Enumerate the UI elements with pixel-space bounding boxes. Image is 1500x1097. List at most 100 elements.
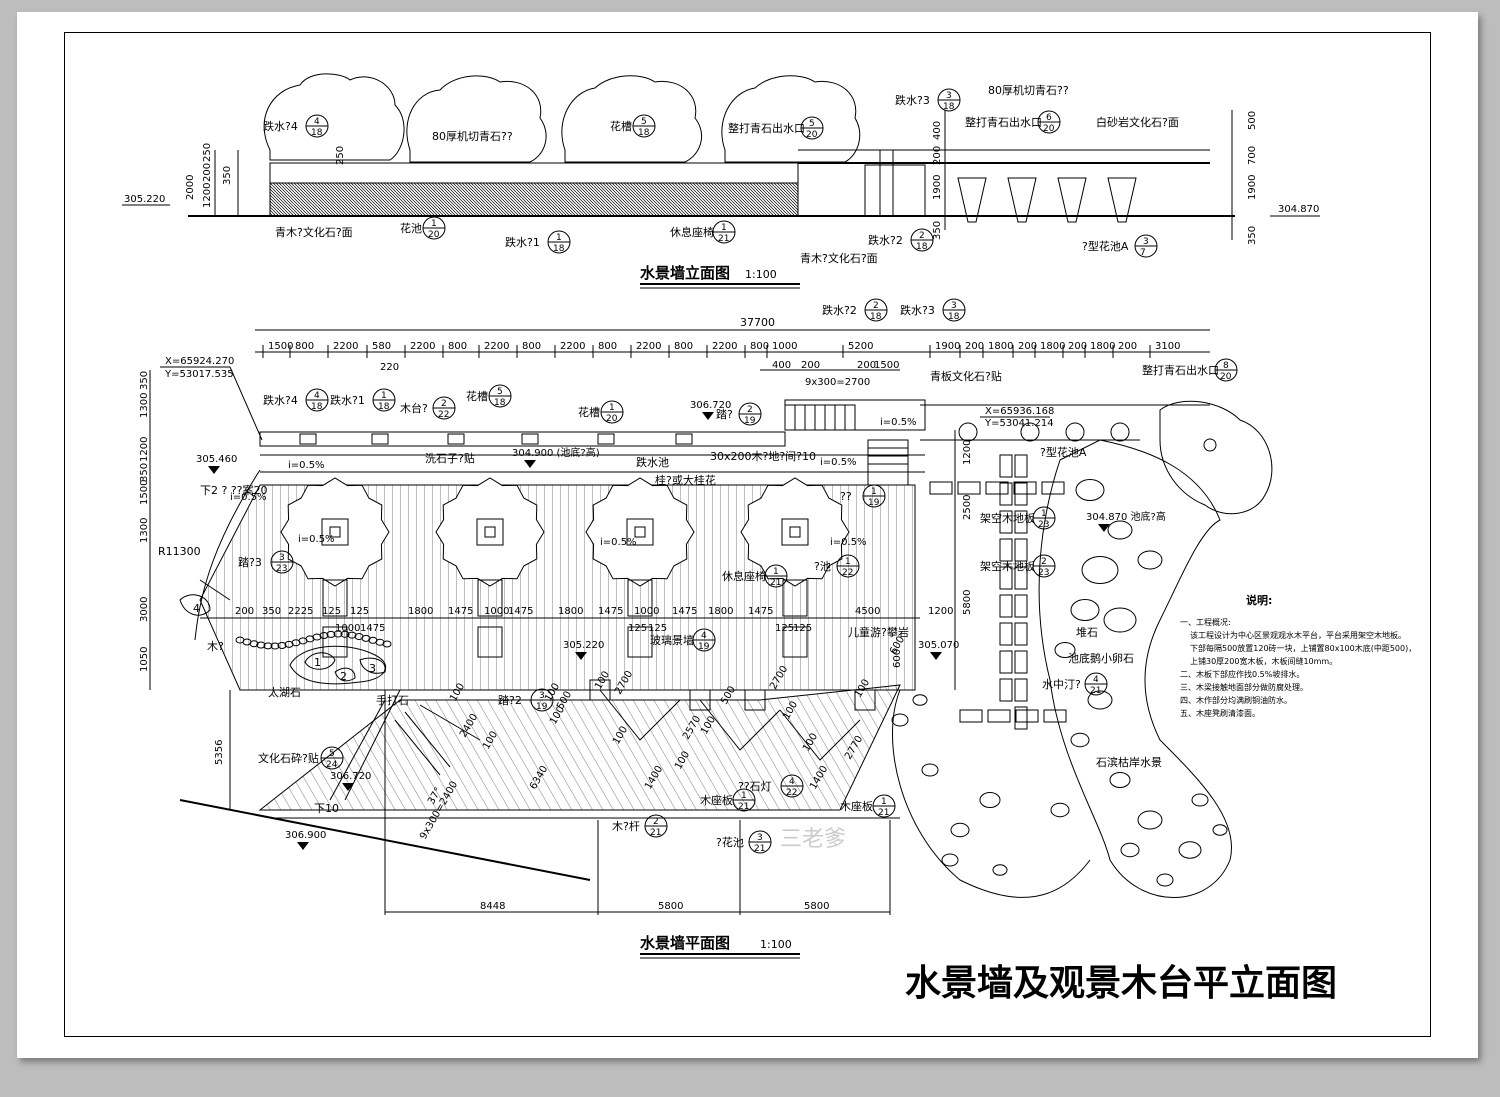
dim-label: 350 xyxy=(262,606,281,617)
callout-label: 踏?2 xyxy=(498,693,522,707)
sheet-number: 18 xyxy=(378,402,390,412)
detail-number: 2 xyxy=(1041,557,1047,567)
callout: 青板文化石?贴 xyxy=(930,369,1002,383)
dim-label: 700 xyxy=(1247,146,1258,165)
callout: ?型花池A xyxy=(1040,445,1087,459)
detail-number: 5 xyxy=(497,387,503,397)
planter xyxy=(585,477,695,658)
callout: 下10 xyxy=(314,802,339,815)
dim-label: 1800 xyxy=(1090,341,1115,352)
callout: R11300 xyxy=(158,545,201,558)
dim-label: 2200 xyxy=(712,341,737,352)
callout: 30x200木?地?间?10 xyxy=(710,450,816,463)
callout-label: 洗石子?贴 xyxy=(425,451,475,465)
detail-number: 4 xyxy=(314,117,320,127)
dim-label: 1500 xyxy=(268,341,293,352)
sheet-number: 23 xyxy=(1038,520,1049,530)
level-label: 305.460 xyxy=(196,454,237,465)
dim-label: 400 xyxy=(772,360,791,371)
watermark: 三老爹 xyxy=(780,827,846,852)
sheet-number: 20 xyxy=(1043,124,1055,134)
dim-label: 1800 xyxy=(558,606,583,617)
detail-number: 1 xyxy=(431,219,437,229)
elevation-dims-right: 400 200 1900 350 500 700 1900 350 xyxy=(932,111,1258,245)
callout-label: 80厚机切青石?? xyxy=(432,129,513,143)
water-wall-band xyxy=(259,431,786,447)
sheet-number: 20 xyxy=(1220,372,1232,382)
callout-label: 青板文化石?贴 xyxy=(930,369,1002,383)
detail-number: 1 xyxy=(721,223,727,233)
planter xyxy=(435,477,545,658)
sheet-number: 21 xyxy=(738,802,749,812)
diagonal-deck xyxy=(258,684,901,811)
sheet-number: 18 xyxy=(311,402,323,412)
drawing-frame xyxy=(64,32,1431,1037)
plan-scale: 1:100 xyxy=(760,938,792,951)
callout-label: 花槽 xyxy=(610,120,632,133)
dim-label: 3000 xyxy=(139,597,150,622)
dim-label: 1800 xyxy=(1040,341,1065,352)
dim-label: 2200 xyxy=(560,341,585,352)
dim-label: 5800 xyxy=(658,901,683,912)
round-planters xyxy=(958,422,1130,442)
detail-number: 2 xyxy=(747,405,753,415)
stepping-stones xyxy=(891,454,1228,898)
sheet-number: 23 xyxy=(1038,568,1049,578)
dim-label: 1300 xyxy=(139,393,150,418)
callout: 跌水?3 318 xyxy=(895,88,961,112)
callout-label: 儿童游?攀岩 xyxy=(848,625,909,639)
callout: 水中汀?421 xyxy=(1042,672,1108,696)
dim-label: 125 xyxy=(322,606,341,617)
detail-number: 3 xyxy=(757,833,763,843)
dim-label: 1300 xyxy=(139,518,150,543)
detail-number: 8 xyxy=(1223,361,1229,371)
elevation-scale: 1:100 xyxy=(745,268,777,281)
dim-label: 1200 xyxy=(202,183,213,208)
sheet-number: 18 xyxy=(916,242,928,252)
elevation-dims-left: 2000 1200 250 200 350 250 xyxy=(185,143,346,208)
callout-label: 跌水?3 xyxy=(895,93,930,107)
dim-label: 1200 xyxy=(139,437,150,462)
dim-label: 2200 xyxy=(636,341,661,352)
sheet-number: 18 xyxy=(943,102,955,112)
callout-label: 木台? xyxy=(400,401,428,415)
callout-label: 休息座椅 xyxy=(670,225,714,239)
dim-label: 1475 xyxy=(508,606,533,617)
level-label: 305.070 xyxy=(918,640,959,651)
detail-number: 3 xyxy=(946,91,952,101)
callout-label: 整打青石出水口 xyxy=(1142,363,1219,377)
dim-label: 800 xyxy=(448,341,467,352)
callout-label: 太湖石 xyxy=(268,686,301,699)
dim-label: 2225 xyxy=(288,606,313,617)
callout-label: 白砂岩文化石?面 xyxy=(1096,115,1179,129)
callout-label: 踏?3 xyxy=(238,555,262,569)
callout: 青木?文化石?面 xyxy=(275,225,353,239)
cone-planters xyxy=(957,177,1137,223)
slope-label: i=0.5% xyxy=(230,492,267,503)
dim-label: 1050 xyxy=(139,647,150,672)
detail-number: 5 xyxy=(329,749,335,759)
dim-label: 600 xyxy=(892,649,903,668)
callout: 下2 ? ??案20 xyxy=(200,483,268,497)
callout-label: 跌水池 xyxy=(636,455,669,469)
wall-stone-hatch xyxy=(269,182,799,217)
detail-number: 2 xyxy=(441,399,447,409)
callout-label: 木座板 xyxy=(700,793,733,807)
dim-label: 1900 xyxy=(932,175,943,200)
dim-label: 800 xyxy=(522,341,541,352)
callout: 跌水池 xyxy=(636,455,669,469)
coordinate: X=65924.270 xyxy=(165,356,234,367)
